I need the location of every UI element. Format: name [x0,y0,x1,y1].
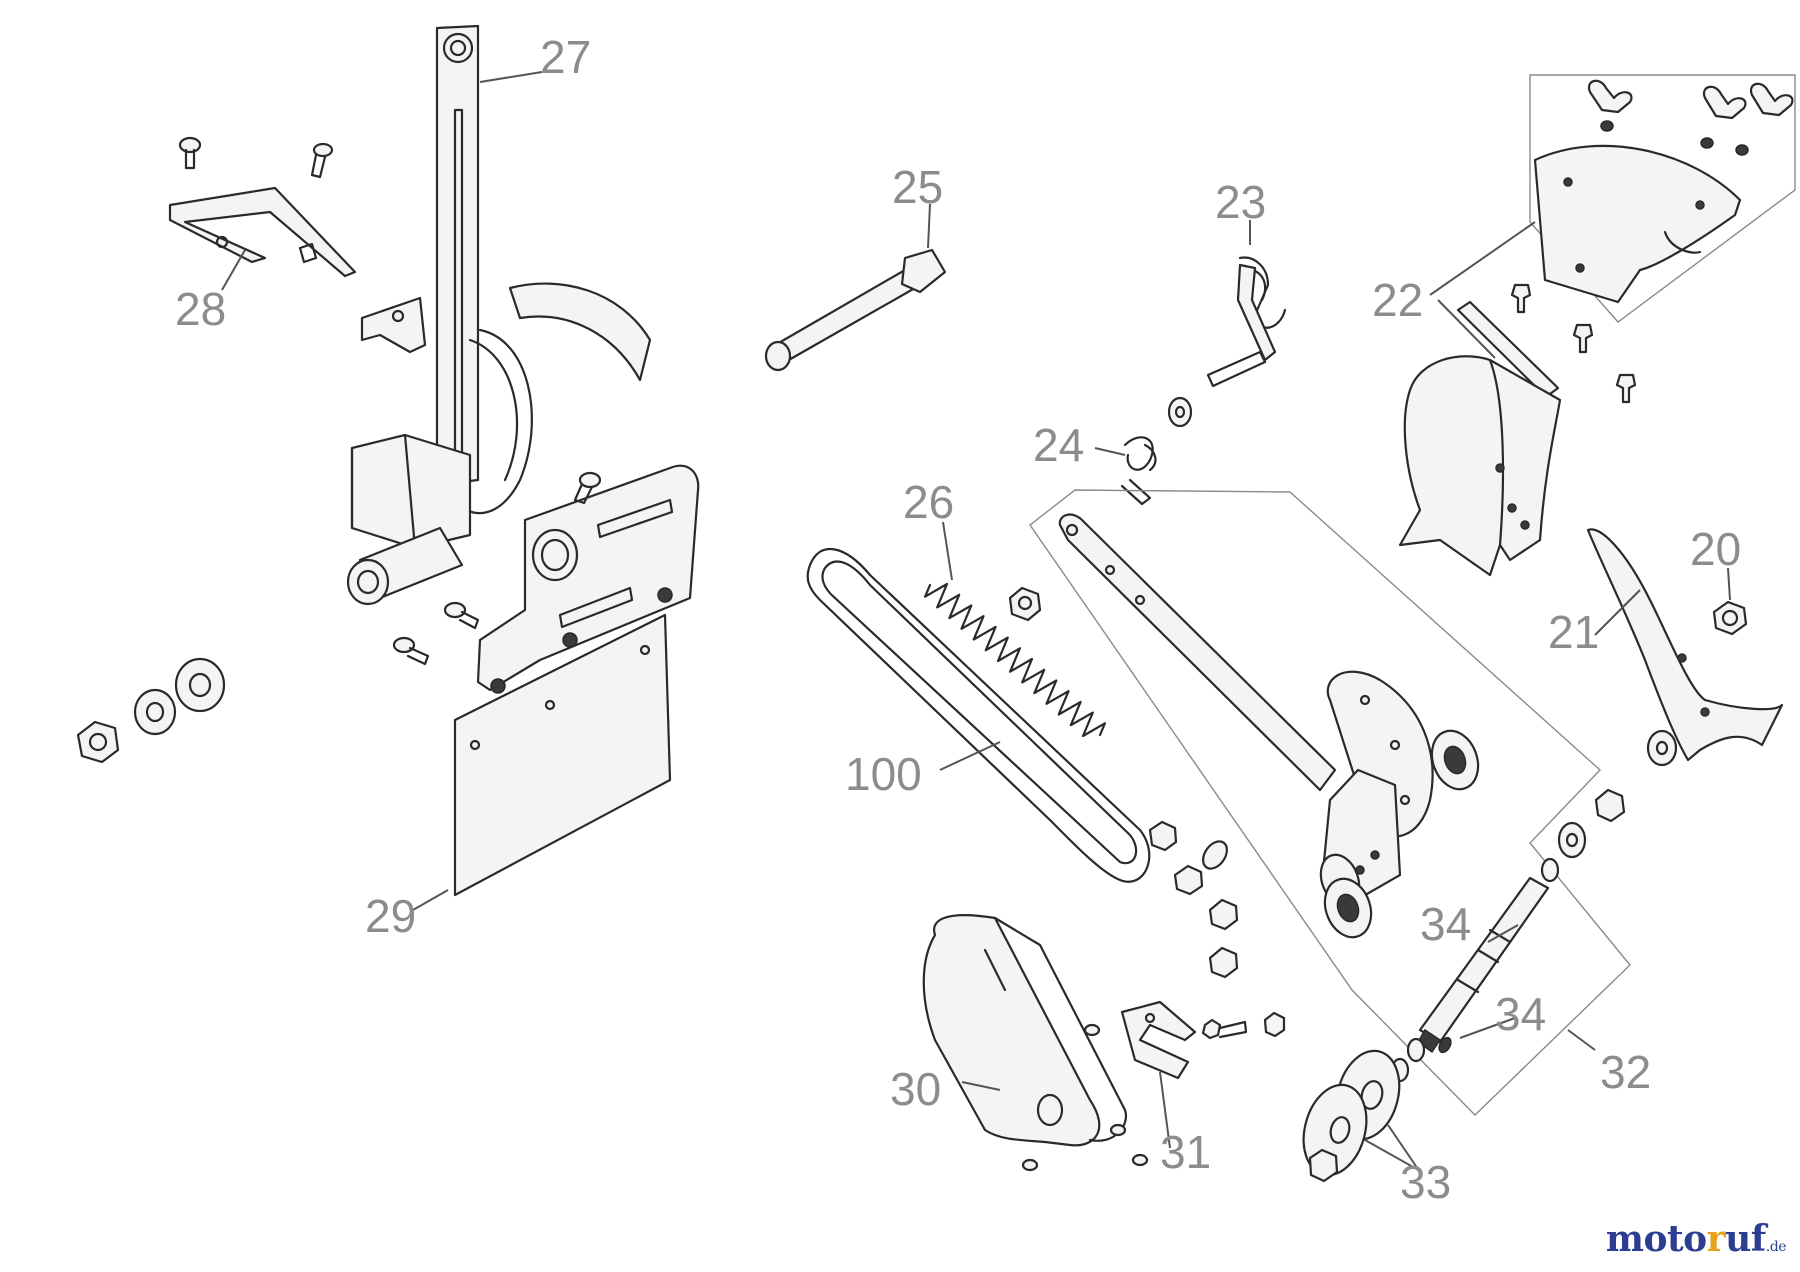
callout-28: 28 [175,283,226,335]
bolt-28b [310,142,334,179]
callout-23: 23 [1215,176,1266,228]
wing-nut-c [1749,82,1794,117]
washer-22-a [1600,120,1614,132]
leader-lines [221,71,1731,1176]
bolt-22-a [1510,283,1532,314]
part-29-flap[interactable] [453,613,672,897]
washer-23 [1167,396,1193,428]
callout-22: 22 [1372,274,1423,326]
callout-21: 21 [1548,606,1599,658]
part-32-group-outline [1029,489,1631,1116]
washer-32-b [1540,857,1560,883]
arm-bracket [360,296,427,354]
nut-belt-d [1208,946,1239,979]
callout-labels: 27 28 25 23 22 24 26 20 21 100 29 34 34 … [175,31,1741,1208]
callout-29: 29 [365,890,416,942]
part-33-pulleys[interactable] [1294,1044,1409,1183]
wing-nut-b [1702,85,1747,120]
nut-belt-c [1208,898,1239,931]
callout-100: 100 [845,748,922,800]
callout-31: 31 [1160,1126,1211,1178]
bolt-plate-c [392,636,430,666]
tine-blade [453,282,652,515]
callout-33: 33 [1400,1156,1451,1208]
part-26-spring[interactable] [924,582,1106,738]
part-24-clip[interactable] [1120,436,1157,506]
bolt-30-b [1109,1123,1127,1137]
bolt-22-c [1615,373,1637,404]
washer-left-a [133,688,177,736]
callout-26: 26 [903,476,954,528]
part-20-nut[interactable] [1712,600,1748,636]
bolt-30-c [1021,1158,1039,1172]
washer-22-c [1735,144,1749,156]
callout-30: 30 [890,1063,941,1115]
part-28-bracket[interactable] [168,186,357,278]
bolt-22-b [1572,323,1594,354]
part-21-tine[interactable] [1586,528,1784,762]
bolt-31 [1201,1011,1286,1040]
nut-left [76,720,120,764]
nut-belt-a [1148,820,1178,852]
part-31-bracket[interactable] [1120,1000,1197,1080]
part-27-arm[interactable] [435,24,480,487]
bolt-30-d [1131,1153,1149,1167]
callout-32: 32 [1600,1046,1651,1098]
washer-32-a [1557,821,1587,859]
callout-24: 24 [1033,419,1084,471]
part-22-group-outline [1529,74,1796,323]
bolt-plate-a [573,471,602,505]
nut-belt-b [1173,864,1204,896]
callout-27: 27 [540,31,591,83]
part-23-rod[interactable] [1206,256,1287,388]
part-25-axle-bolt[interactable] [764,248,947,372]
washer-belt [1202,840,1228,870]
nut-spring [1008,586,1042,622]
key-34 [1438,1036,1452,1054]
callout-34-lower: 34 [1495,988,1546,1040]
callout-25: 25 [892,161,943,213]
bolt-28a [178,136,202,170]
washer-21 [1646,729,1678,767]
site-logo: motoruf.de [1605,1218,1787,1260]
part-32-arm[interactable] [1058,513,1486,944]
bolt-30-a [1083,1023,1101,1037]
callout-20: 20 [1690,523,1741,575]
part-34-shaft[interactable] [1417,876,1550,1054]
side-plate[interactable] [476,464,700,694]
nut-32 [1594,788,1626,823]
frame-assembly [76,24,700,897]
strip-22 [1456,300,1560,399]
washer-34-a [1406,1037,1426,1063]
callout-34-upper: 34 [1420,898,1471,950]
part-100-belt[interactable] [806,547,1151,883]
washer-left-b [174,657,226,713]
part-22-tine-shield[interactable] [1398,355,1562,577]
bolt-plate-b [443,601,480,630]
wing-nut-a [1587,79,1633,114]
frame-housing[interactable] [346,433,472,606]
part-22-shield-plate[interactable] [1533,144,1742,304]
washer-22-b [1700,137,1714,149]
